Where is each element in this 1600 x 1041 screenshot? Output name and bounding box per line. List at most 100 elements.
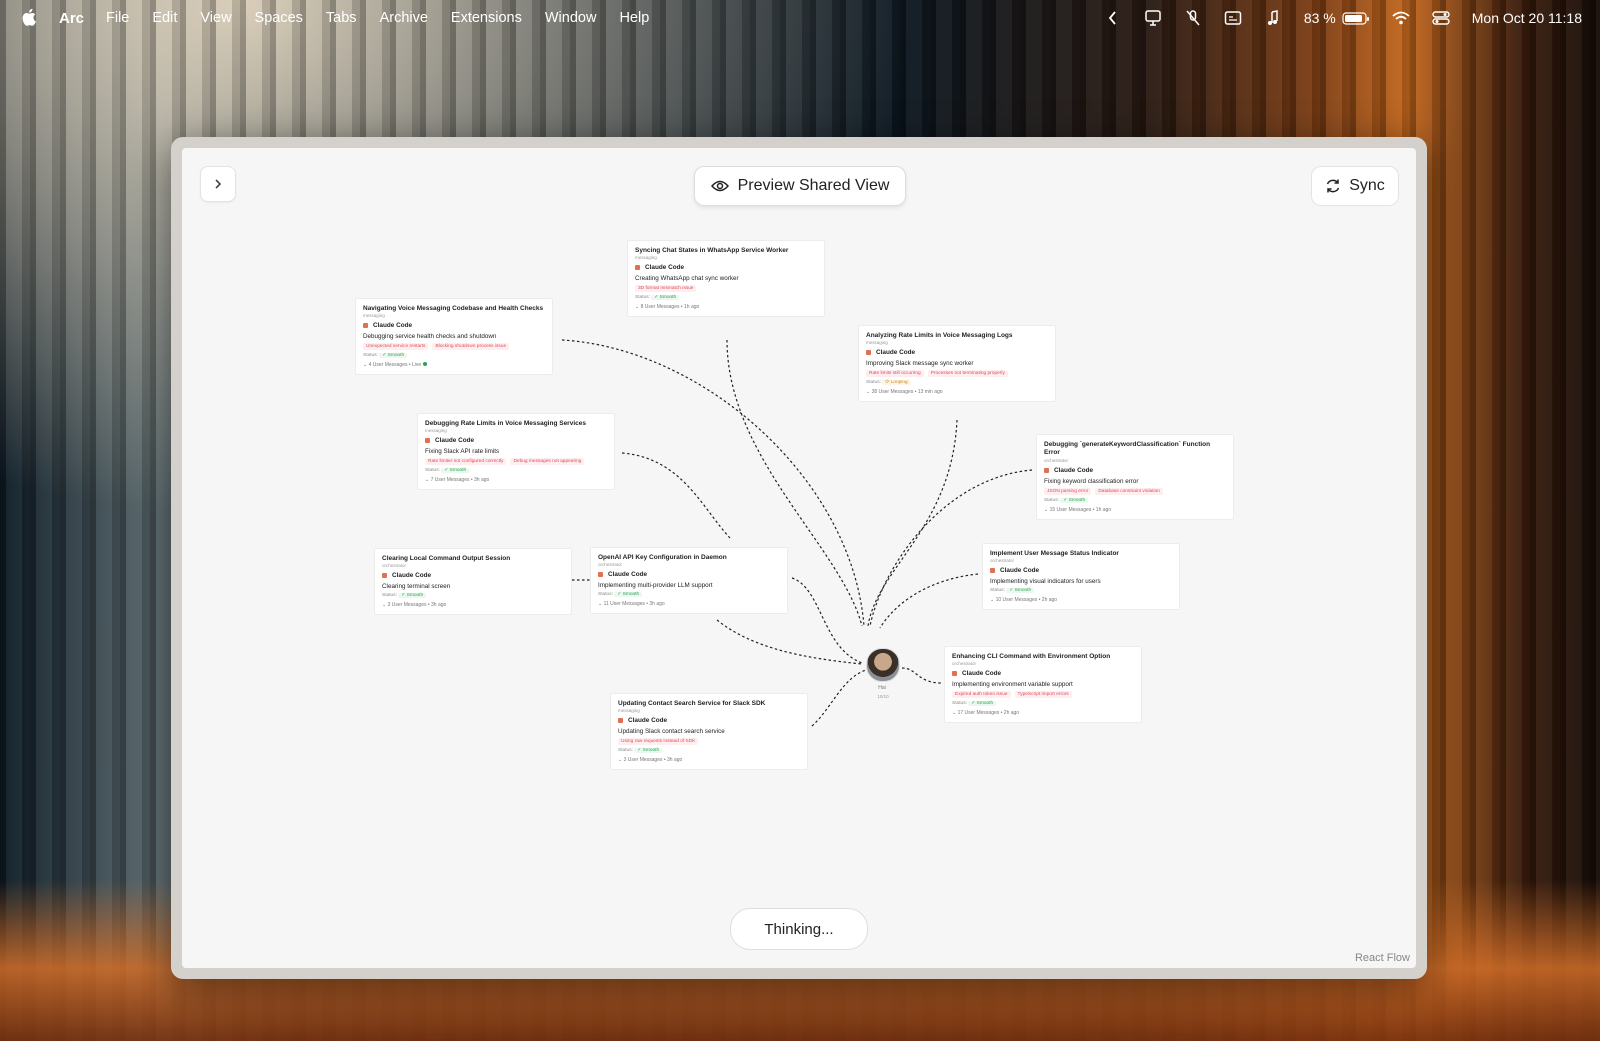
issue-tag: Rate limits still occurring xyxy=(866,370,924,378)
menu-window[interactable]: Window xyxy=(544,10,597,26)
card-title: Analyzing Rate Limits in Voice Messaging… xyxy=(866,332,1013,339)
battery-icon[interactable] xyxy=(1342,10,1370,26)
edge-openai-bottom xyxy=(716,619,863,665)
card-category: orchestrator xyxy=(598,562,623,568)
menu-view[interactable]: View xyxy=(200,10,232,26)
preview-shared-view-button[interactable]: Preview Shared View xyxy=(694,166,906,206)
session-card-cli-environment[interactable]: Enhancing CLI Command with Environment O… xyxy=(944,646,1142,724)
card-title: Navigating Voice Messaging Codebase and … xyxy=(363,305,544,312)
status-badge: ✓ Smooth xyxy=(398,593,427,599)
status-label: Status: xyxy=(990,588,1005,594)
status-area: 83 % Mon Oct 20 11:18 xyxy=(1082,0,1582,36)
live-indicator xyxy=(423,362,428,367)
status-label: Status: xyxy=(382,593,397,599)
status-label: Status: xyxy=(635,295,650,301)
captions-icon[interactable] xyxy=(1224,10,1242,26)
issue-tag: TypeScript import errors xyxy=(1014,691,1072,699)
card-messages-toggle[interactable]: ⌄ 4 User Messages • Live xyxy=(363,362,545,368)
session-card-contact-search[interactable]: Updating Contact Search Service for Slac… xyxy=(610,693,808,771)
session-card-voice-codebase[interactable]: Navigating Voice Messaging Codebase and … xyxy=(355,298,553,376)
card-messages-toggle[interactable]: ⌄ 10 User Messages • 2h ago xyxy=(990,597,1058,604)
card-status: Status: ✓ Smooth xyxy=(635,295,817,301)
session-card-openai-key[interactable]: OpenAI API Key Configuration in Daemon o… xyxy=(590,547,788,615)
issue-tag: Using raw requests instead of SDK xyxy=(618,738,699,746)
card-messages-toggle[interactable]: ⌄ 3 User Messages • 3h ago xyxy=(618,757,683,764)
session-card-rate-limits-logs[interactable]: Analyzing Rate Limits in Voice Messaging… xyxy=(858,325,1056,403)
chevron-left-icon[interactable] xyxy=(1104,10,1122,26)
user-avatar-node[interactable] xyxy=(866,648,900,682)
mic-muted-icon[interactable] xyxy=(1184,10,1202,26)
status-badge: ⟳ Looping xyxy=(882,380,911,386)
card-agent: Claude Code xyxy=(598,571,780,578)
session-card-keyword-classification[interactable]: Debugging `generateKeywordClassification… xyxy=(1036,434,1234,520)
card-agent: Claude Code xyxy=(866,349,1048,356)
battery-percent[interactable]: 83 % xyxy=(1303,10,1336,26)
card-title: Syncing Chat States in WhatsApp Service … xyxy=(635,247,789,254)
status-badge: ✓ Smooth xyxy=(651,295,680,301)
menu-help[interactable]: Help xyxy=(619,10,650,26)
music-note-icon[interactable] xyxy=(1264,10,1282,26)
card-status: Status: ✓ Smooth xyxy=(363,353,545,359)
menu-archive[interactable]: Archive xyxy=(379,10,428,26)
issue-tag: Processes not terminating properly xyxy=(927,370,1008,378)
session-card-whatsapp[interactable]: Syncing Chat States in WhatsApp Service … xyxy=(627,240,825,318)
menu-file[interactable]: File xyxy=(106,10,130,26)
card-category: orchestrator xyxy=(952,661,977,667)
status-label: Status: xyxy=(866,380,881,386)
card-description: Implementing visual indicators for users xyxy=(990,578,1101,586)
card-title: Debugging `generateKeywordClassification… xyxy=(1044,441,1211,457)
card-agent-label: Claude Code xyxy=(435,437,475,445)
sidebar-toggle-button[interactable] xyxy=(200,166,236,202)
issue-tag: Debug messages not appearing xyxy=(510,458,585,466)
flow-canvas[interactable]: Preview Shared View Sync Syncing Chat St… xyxy=(182,148,1416,968)
card-agent-label: Claude Code xyxy=(628,717,668,725)
clock[interactable]: Mon Oct 20 11:18 xyxy=(1471,10,1582,26)
session-card-rate-limits-services[interactable]: Debugging Rate Limits in Voice Messaging… xyxy=(417,413,615,491)
card-agent-label: Claude Code xyxy=(373,322,413,330)
card-messages-label: ⌄ 4 User Messages • Live xyxy=(363,362,422,369)
edge-cli xyxy=(901,667,943,684)
card-messages-toggle[interactable]: ⌄ 11 User Messages • 3h ago xyxy=(598,601,665,608)
issue-tag: Blocking shutdown process issue xyxy=(432,343,510,351)
react-flow-attribution[interactable]: React Flow xyxy=(1354,952,1410,964)
card-description: Implementing environment variable suppor… xyxy=(952,681,1073,689)
wifi-icon[interactable] xyxy=(1392,10,1410,26)
hub-count: 10/10 xyxy=(877,694,889,699)
card-agent: Claude Code xyxy=(382,572,564,579)
sync-button[interactable]: Sync xyxy=(1311,166,1399,206)
edge-contact xyxy=(811,669,867,727)
card-messages-toggle[interactable]: ⌄ 3 User Messages • 3h ago xyxy=(382,602,447,609)
card-category: messaging xyxy=(618,708,640,714)
session-card-clearing-session[interactable]: Clearing Local Command Output Session or… xyxy=(374,548,572,616)
claude-icon xyxy=(990,568,995,574)
card-messages-toggle[interactable]: ⌄ 15 User Messages • 1h ago xyxy=(1044,506,1112,513)
card-agent: Claude Code xyxy=(1044,467,1226,474)
card-messages-toggle[interactable]: ⌄ 17 User Messages • 2h ago xyxy=(952,710,1020,717)
card-messages-toggle[interactable]: ⌄ 38 User Messages • 13 min ago xyxy=(866,389,943,396)
menu-spaces[interactable]: Spaces xyxy=(254,10,303,26)
menu-tabs[interactable]: Tabs xyxy=(325,10,357,26)
card-description: Creating WhatsApp chat sync worker xyxy=(635,275,739,283)
card-description: Clearing terminal screen xyxy=(382,583,451,591)
active-app-name[interactable]: Arc xyxy=(59,9,85,27)
hub-name: Hai xyxy=(878,685,886,691)
menu-edit[interactable]: Edit xyxy=(152,10,178,26)
card-title: Enhancing CLI Command with Environment O… xyxy=(952,653,1111,660)
card-status: Status: ✓ Smooth xyxy=(382,593,564,599)
claude-icon xyxy=(1044,467,1049,473)
session-card-status-indicator[interactable]: Implement User Message Status Indicator … xyxy=(982,543,1180,611)
display-icon[interactable] xyxy=(1144,10,1162,26)
apple-icon[interactable] xyxy=(22,8,38,26)
card-description: Fixing keyword classification error xyxy=(1044,477,1139,485)
menu-extensions[interactable]: Extensions xyxy=(450,10,522,26)
card-status: Status: ✓ Smooth xyxy=(618,748,800,754)
card-category: messaging xyxy=(866,340,888,346)
card-messages-toggle[interactable]: ⌄ 7 User Messages • 3h ago xyxy=(425,477,490,484)
card-agent-label: Claude Code xyxy=(962,670,1002,678)
issue-tag: Unexpected service restarts xyxy=(363,343,429,351)
card-category: orchestrator xyxy=(990,558,1015,564)
control-center-icon[interactable] xyxy=(1432,10,1450,26)
card-agent: Claude Code xyxy=(618,717,800,724)
card-messages-toggle[interactable]: ⌄ 8 User Messages • 1h ago xyxy=(635,304,700,311)
